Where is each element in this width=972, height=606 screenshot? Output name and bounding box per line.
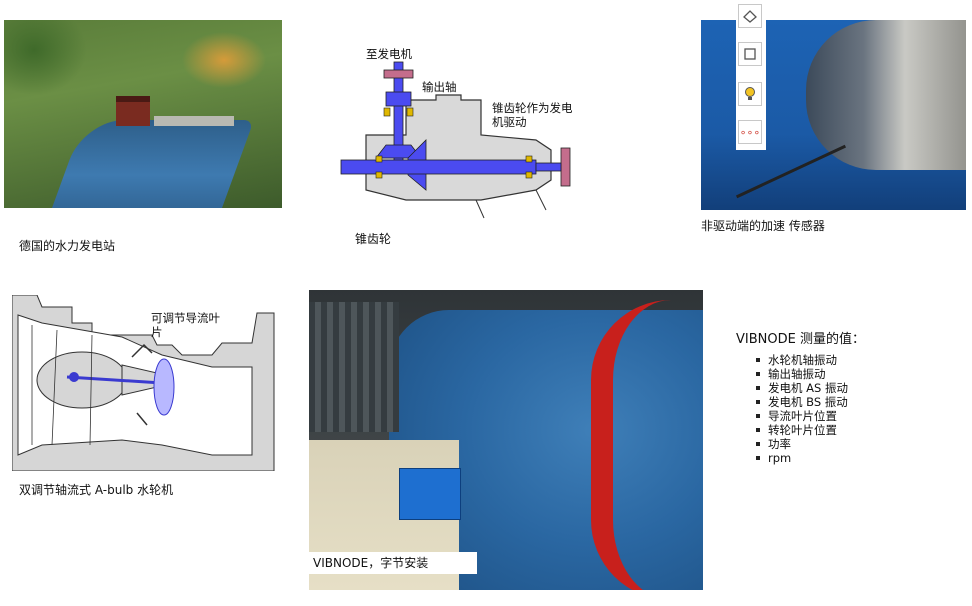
label-to-generator: 至发电机: [366, 47, 412, 61]
plant-house: [116, 96, 150, 126]
frame-icon[interactable]: [738, 42, 762, 66]
bearing: [383, 107, 391, 117]
bevel-gear-caption: 锥齿轮: [355, 232, 392, 246]
label-guide-vane-line1: 可调节导流叶: [151, 311, 220, 325]
list-item: 功率: [756, 437, 848, 451]
motor: [309, 302, 399, 432]
bevel-gear-diagram: [340, 61, 571, 219]
bearing: [375, 171, 383, 179]
sensor-caption: 非驱动端的加速 传感器: [701, 219, 825, 233]
measurements-list: 水轮机轴振动 输出轴振动 发电机 AS 振动 发电机 BS 振动 导流叶片位置 …: [756, 353, 848, 465]
river-water: [43, 120, 255, 208]
label-guide-vane-line2: 片: [151, 325, 163, 339]
measurements-title: VIBNODE 测量的值：: [736, 332, 865, 347]
housing-legs: [475, 189, 547, 219]
list-item: 转轮叶片位置: [756, 423, 848, 437]
list-item: 发电机 AS 振动: [756, 381, 848, 395]
more-icon[interactable]: ∘∘∘: [738, 120, 762, 144]
guide-vane: [131, 343, 153, 426]
list-item: 导流叶片位置: [756, 409, 848, 423]
vibnode-photo: VIBNODE，字节安装: [309, 290, 703, 590]
bearing: [525, 171, 533, 179]
bearing: [406, 107, 414, 117]
shaft-collar: [385, 91, 412, 107]
vibnode-box: [399, 468, 461, 520]
input-shaft: [340, 159, 537, 175]
label-drive-line1: 锥齿轮作为发电: [492, 101, 573, 115]
stay-vanes: [31, 325, 93, 446]
list-item: 输出轴振动: [756, 367, 848, 381]
bulb-icon[interactable]: [738, 82, 762, 106]
red-flange: [591, 300, 703, 590]
list-item: 发电机 BS 振动: [756, 395, 848, 409]
vibnode-caption: VIBNODE，字节安装: [309, 552, 477, 574]
weir: [154, 116, 234, 126]
input-shaft-end: [535, 162, 562, 172]
shaft-bearing: [69, 372, 79, 382]
runner-blade: [153, 358, 175, 416]
bearing: [525, 155, 533, 163]
label-output-shaft: 输出轴: [422, 80, 457, 94]
turbine-caption: 双调节轴流式 A-bulb 水轮机: [19, 483, 174, 497]
sensor-cable: [735, 144, 847, 199]
hydro-plant-photo: [4, 20, 282, 208]
output-flange: [383, 69, 414, 79]
shape-icon[interactable]: [738, 4, 762, 28]
label-drive-line2: 机驱动: [492, 115, 527, 129]
turbine-shaft: [66, 375, 163, 385]
bearing: [375, 155, 383, 163]
input-flange: [560, 147, 571, 187]
list-item: 水轮机轴振动: [756, 353, 848, 367]
shaft-coupling: [806, 20, 966, 170]
hydro-plant-caption: 德国的水力发电站: [19, 239, 116, 253]
list-item: rpm: [756, 451, 848, 465]
turbine-diagram: [12, 295, 277, 471]
